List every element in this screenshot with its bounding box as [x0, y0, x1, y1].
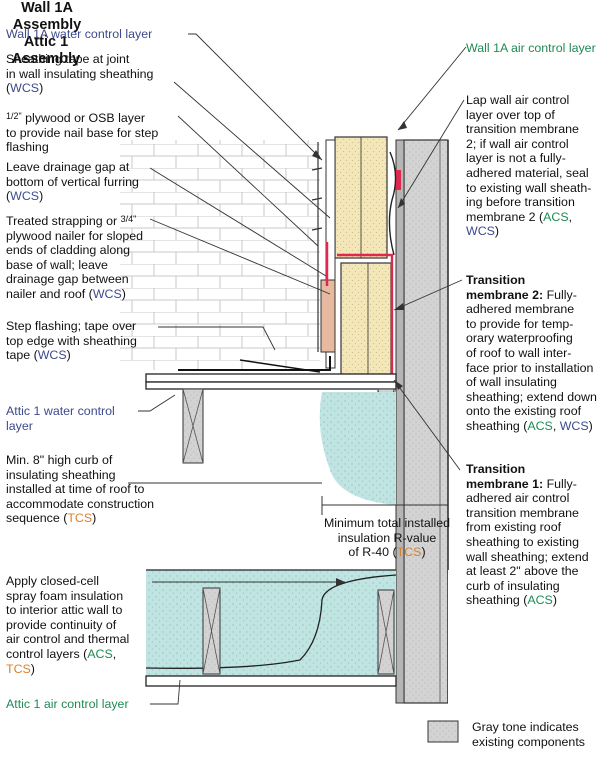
label-treated-strapping: Treated strapping or 3/4" plywood nailer… — [6, 214, 144, 301]
label-drainage-gap: Leave drainage gap at bottom of vertical… — [6, 160, 139, 204]
roof-deck — [145, 381, 397, 390]
insulating-sheathing-curb — [340, 262, 392, 376]
spray-foam-attic-floor — [146, 570, 396, 680]
wall-air-control-patch — [395, 170, 401, 190]
existing-wall-lower — [448, 570, 488, 730]
label-plywood-osb: 1/2" plywood or OSB layer to provide nai… — [6, 111, 159, 155]
legend-swatch — [427, 720, 459, 743]
roof-sheathing — [145, 373, 397, 383]
cladding — [311, 142, 323, 352]
existing-wall-stud — [403, 139, 449, 704]
label-lap-wall: Lap wall air control layer over top of t… — [466, 93, 592, 239]
label-attic-air-control: Attic 1 air control layer — [6, 697, 129, 711]
label-attic-water-control: Attic 1 water control layer — [6, 404, 115, 433]
existing-wall-sheathing — [395, 139, 405, 704]
label-min-r-value: Minimum total installed insulation R-val… — [323, 516, 451, 560]
label-spray-foam: Apply closed-cell spray foam insulation … — [6, 574, 130, 676]
attic-floor — [145, 675, 397, 687]
label-transition-membrane-1: Transition membrane 1: Fully- adhered ai… — [466, 462, 589, 608]
label-wall-water-control: Wall 1A water control layer — [6, 27, 153, 41]
label-transition-membrane-2: Transition membrane 2: Fully- adhered me… — [466, 273, 597, 433]
label-wall-air-control: Wall 1A air control layer — [466, 41, 596, 55]
label-step-flashing: Step flashing; tape over top edge with s… — [6, 319, 137, 363]
spray-foam-attic-wall — [319, 392, 396, 505]
leader-lines — [128, 33, 467, 705]
label-curb: Min. 8" high curb of insulating sheathin… — [6, 453, 155, 526]
background-siding — [120, 140, 320, 370]
step-flashing — [178, 356, 331, 371]
legend-text: Gray tone indicates existing components — [472, 720, 585, 749]
arrowheads — [312, 121, 407, 586]
label-sheathing-tape: Sheathing tape at joint in wall insulati… — [6, 52, 154, 96]
